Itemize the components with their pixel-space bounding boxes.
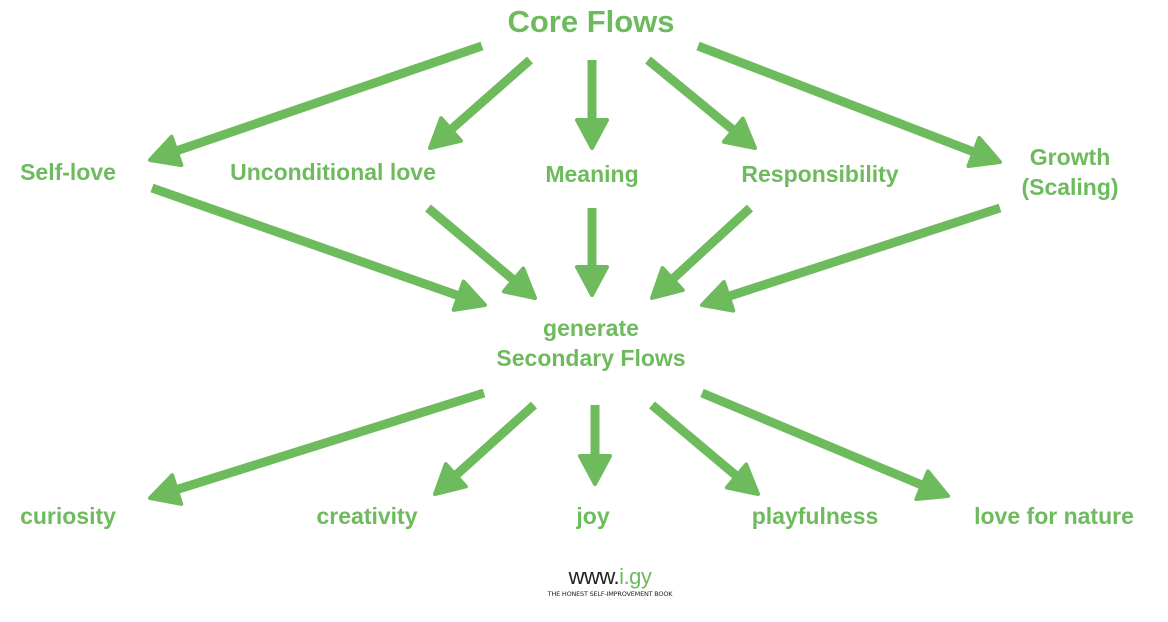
arrow-shaft [425, 204, 518, 285]
node-growth-scaling: Growth (Scaling) [1021, 144, 1119, 200]
arrow-shaft [173, 388, 486, 495]
arrow-head [914, 469, 950, 502]
arrow-shaft [150, 183, 462, 301]
arrow-head [148, 473, 184, 506]
arrow-head [700, 280, 736, 313]
arrow-unconditional-love-to-secondary-flows [425, 204, 537, 300]
arrow-shaft [725, 203, 1002, 302]
arrow-head [721, 116, 757, 150]
arrow-responsibility-to-secondary-flows [650, 204, 754, 300]
node-unconditional-love: Unconditional love [230, 159, 436, 186]
arrow-core-flows-to-growth-scaling [696, 41, 1002, 168]
arrow-head [575, 118, 609, 150]
arrow-core-flows-to-meaning [575, 60, 609, 150]
arrow-head [501, 266, 537, 300]
arrow-head [428, 116, 463, 150]
arrow-head [575, 265, 609, 297]
arrow-secondary-flows-to-love-for-nature [700, 388, 950, 502]
arrow-shaft [700, 388, 926, 491]
node-core-flows: Core Flows [507, 3, 675, 39]
node-curiosity: curiosity [20, 503, 116, 530]
arrow-shaft [696, 41, 978, 157]
center-line-generate: generate [543, 315, 639, 342]
arrow-secondary-flows-to-creativity [433, 401, 538, 496]
arrow-head [724, 462, 760, 496]
node-secondary-flows: generate Secondary Flows [496, 314, 685, 374]
arrow-shaft [668, 204, 754, 284]
arrow-shaft [173, 41, 484, 156]
arrow-growth-scaling-to-secondary-flows [700, 203, 1002, 313]
arrow-head [148, 134, 184, 168]
node-creativity: creativity [316, 503, 418, 530]
arrow-head [451, 279, 487, 312]
arrow-meaning-to-secondary-flows [575, 208, 609, 297]
logo-domain: i.gy [619, 564, 652, 589]
logo-www: www. [568, 564, 620, 589]
arrow-head [578, 454, 612, 486]
logo: www.i.gy THE HONEST SELF-IMPROVEMENT BOO… [547, 566, 673, 599]
center-line-secondary-flows: Secondary Flows [496, 345, 686, 371]
arrow-shaft [451, 401, 538, 480]
node-self-love: Self-love [20, 159, 116, 186]
node-playfulness: playfulness [751, 503, 879, 530]
arrow-head [966, 135, 1002, 168]
arrow-head [650, 266, 685, 300]
arrow-head [433, 462, 468, 496]
arrow-shaft [645, 56, 738, 135]
node-joy: joy [576, 503, 610, 530]
arrow-secondary-flows-to-curiosity [148, 388, 486, 506]
arrow-core-flows-to-self-love [148, 41, 484, 168]
arrow-core-flows-to-responsibility [645, 56, 757, 150]
arrow-secondary-flows-to-playfulness [649, 401, 760, 496]
node-meaning: Meaning [545, 161, 639, 188]
logo-url: www.i.gy [548, 566, 673, 588]
arrow-self-love-to-secondary-flows [150, 183, 487, 312]
node-love-for-nature: love for nature [974, 503, 1134, 530]
arrow-secondary-flows-to-joy [578, 405, 612, 486]
arrow-shaft [446, 56, 533, 135]
logo-tagline: THE HONEST SELF-IMPROVEMENT BOOK [547, 590, 673, 598]
node-responsibility: Responsibility [741, 161, 899, 188]
arrow-shaft [649, 401, 741, 481]
arrow-core-flows-to-unconditional-love [428, 56, 533, 150]
